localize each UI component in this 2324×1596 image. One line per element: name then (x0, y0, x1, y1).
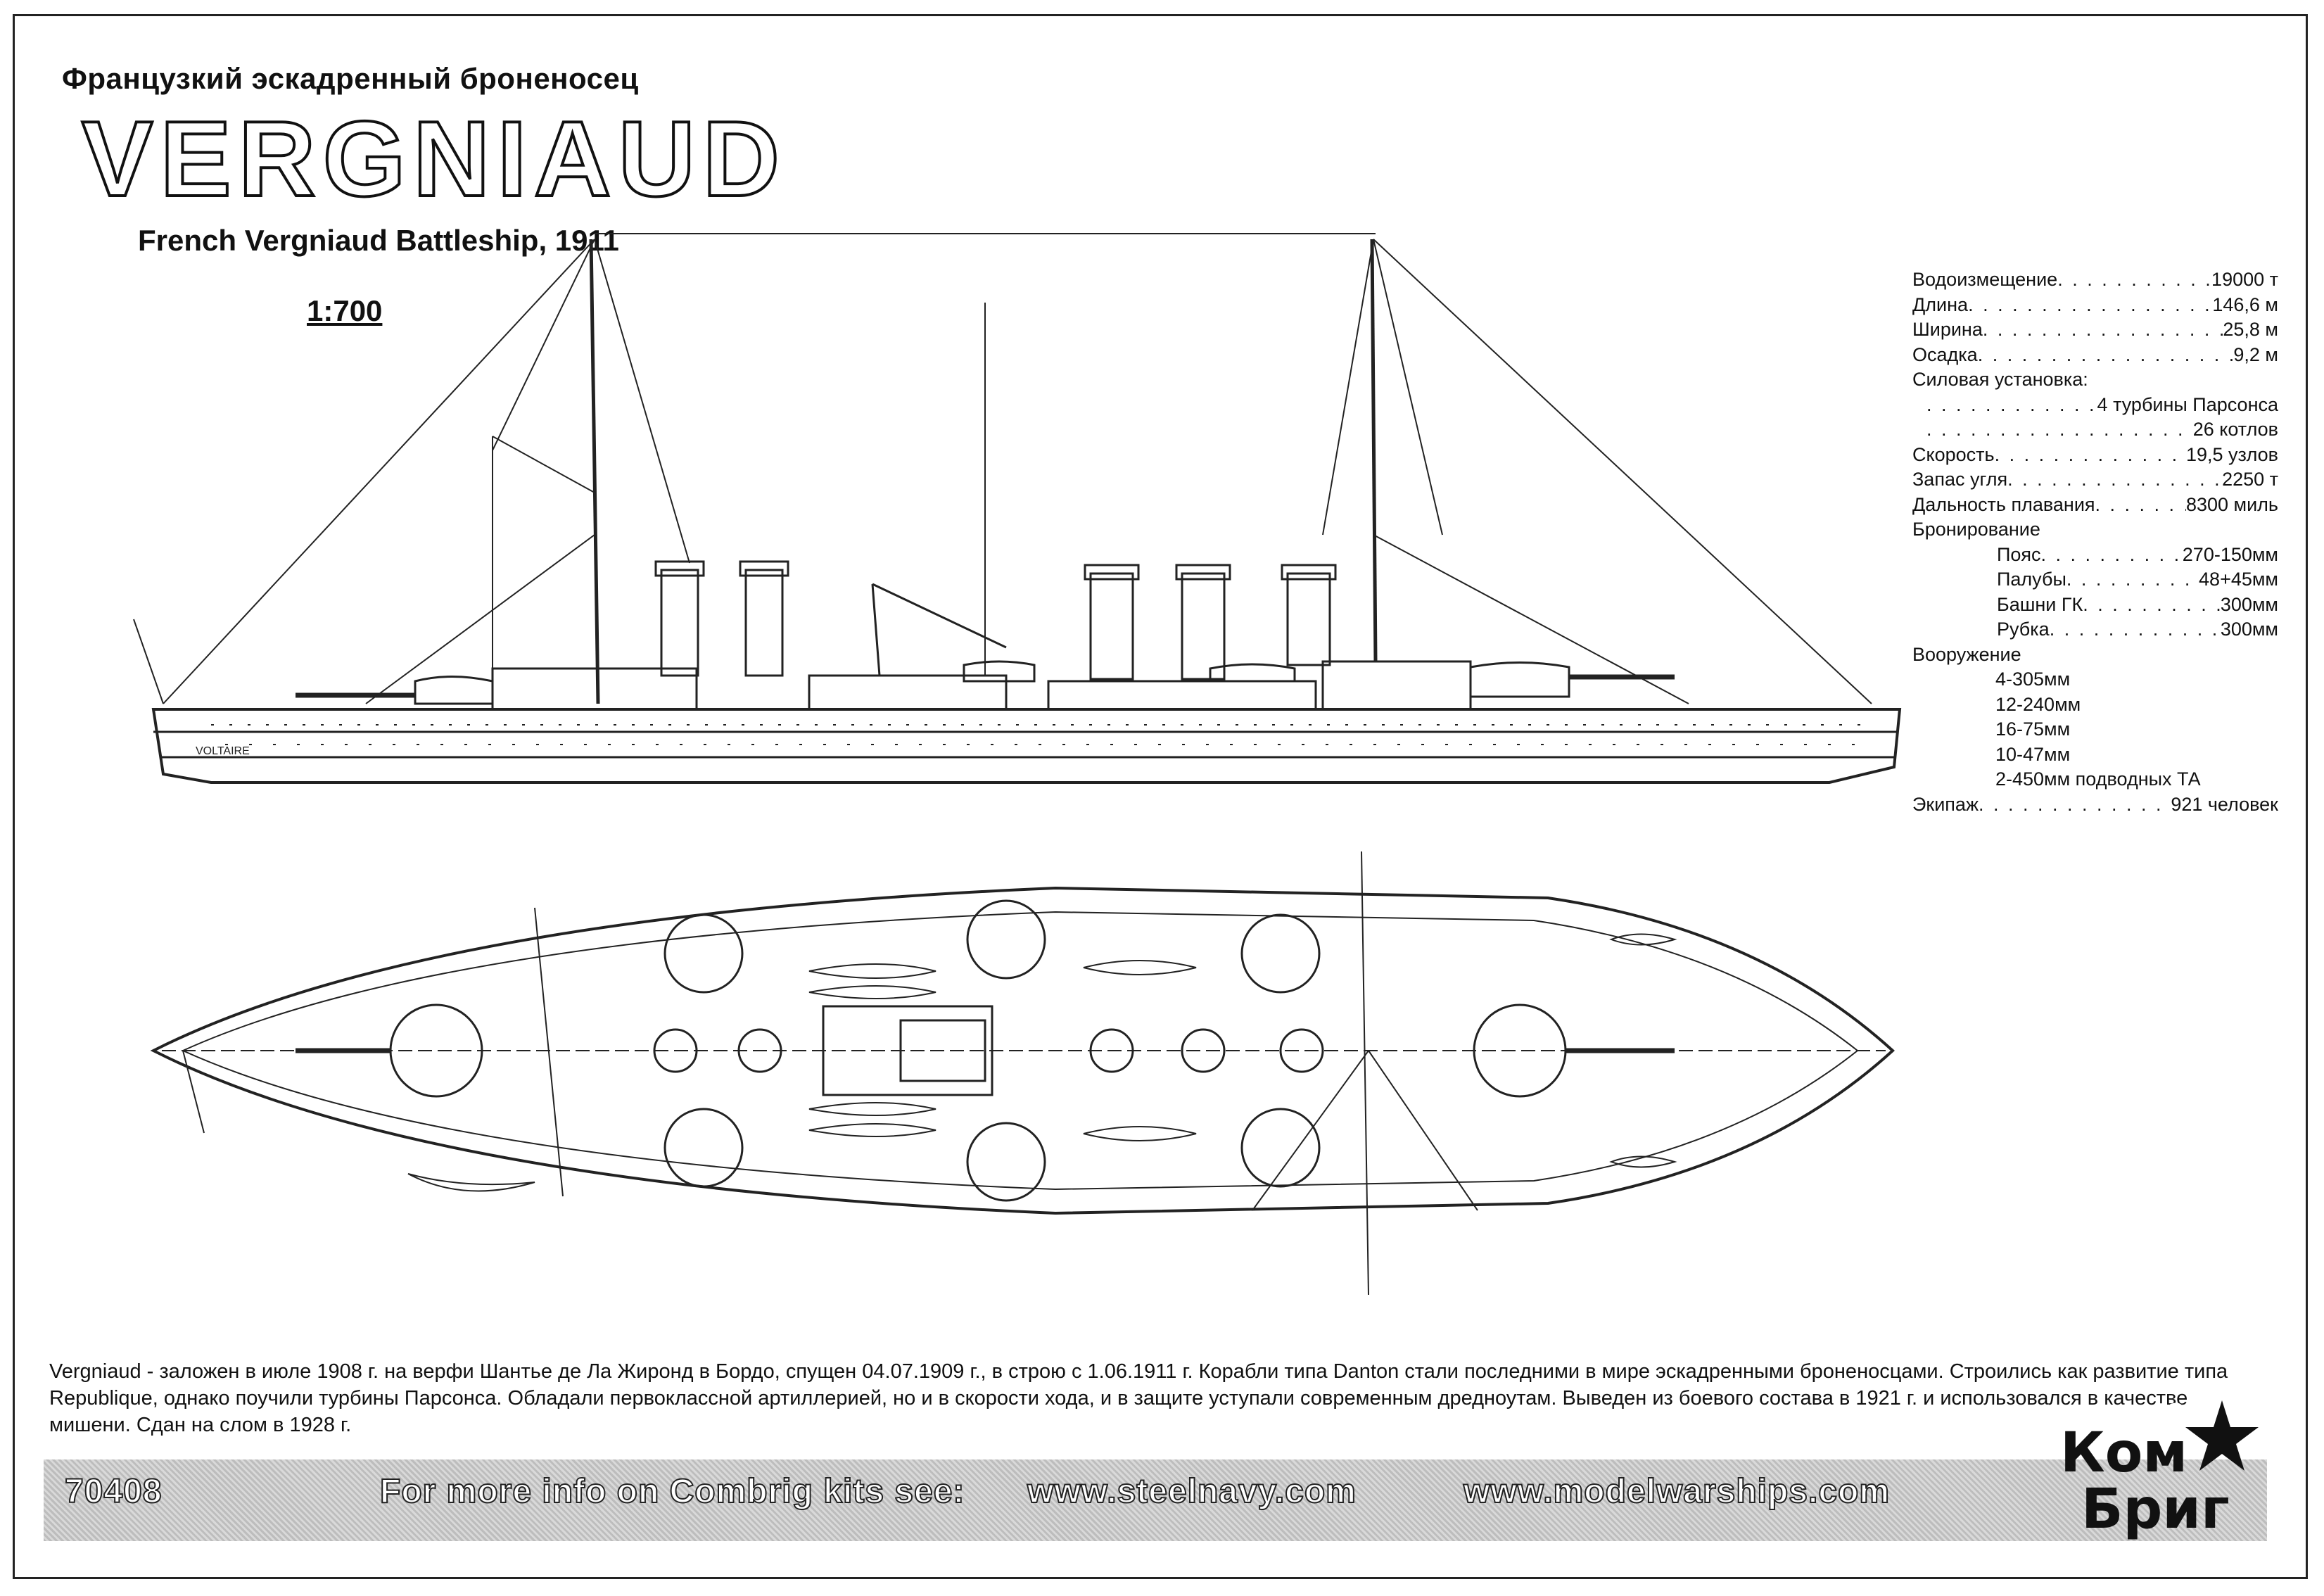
side-profile-drawing: VOLTAIRE (133, 233, 1902, 784)
plan-view-drawing (150, 851, 1895, 1296)
spec-armament-heading: Вооружение (1912, 643, 2021, 665)
spec-armor-conning: Рубка300мм (1912, 617, 2278, 642)
spec-speed: Скорость19,5 узлов (1912, 443, 2278, 468)
footer-band (44, 1459, 2267, 1541)
kit-number: 70408 (64, 1472, 163, 1511)
spec-crew: Экипаж921 человек (1912, 792, 2278, 818)
ship-name-title: VERGNIAUD (80, 99, 787, 219)
spec-powerplant-heading: Силовая установка: (1912, 369, 2088, 390)
spec-displacement: Водоизмещение19000 т (1912, 267, 2278, 293)
logo-line-2: Бриг (2081, 1478, 2230, 1541)
steelnavy-link[interactable]: www.steelnavy.com (1027, 1472, 1357, 1511)
spec-armament-item: 2-450мм подводных ТА (1995, 768, 2201, 790)
specifications-table: Водоизмещение19000 т Длина146,6 м Ширина… (1912, 267, 2278, 817)
spec-draft: Осадка9,2 м (1912, 343, 2278, 368)
page-border (13, 14, 2308, 1579)
hull-name-label: VOLTAIRE (196, 745, 250, 757)
star-icon (2185, 1400, 2259, 1471)
spec-armor-heading: Бронирование (1912, 519, 2040, 540)
spec-armor-belt: Пояс270-150мм (1912, 543, 2278, 568)
spec-coal: Запас угля2250 т (1912, 467, 2278, 493)
spec-boilers: 26 котлов (1912, 417, 2278, 443)
english-subtitle: French Vergniaud Battleship, 1911 (138, 224, 619, 257)
spec-turbines: 4 турбины Парсонса (1912, 393, 2278, 418)
spec-armament-item: 16-75мм (1995, 718, 2071, 740)
spec-armament-item: 4-305мм (1995, 669, 2071, 690)
spec-armament-item: 12-240мм (1995, 693, 2081, 715)
spec-armor-decks: Палубы48+45мм (1912, 567, 2278, 593)
logo-badge: 12 (2152, 1399, 2185, 1427)
more-info-text: For more info on Combrig kits see: (379, 1472, 965, 1511)
combrig-logo: 12 Ком Бриг (2046, 1399, 2271, 1562)
scale-label: 1:700 (307, 294, 383, 327)
modelwarships-link[interactable]: www.modelwarships.com (1463, 1472, 1891, 1511)
history-description: Vergniaud - заложен в июле 1908 г. на ве… (49, 1360, 2228, 1436)
spec-length: Длина146,6 м (1912, 293, 2278, 318)
spec-armament-item: 10-47мм (1995, 743, 2071, 765)
spec-range: Дальность плавания8300 миль (1912, 493, 2278, 518)
logo-line-1: Ком (2060, 1421, 2188, 1485)
russian-subtitle: Французкий эскадренный броненосец (62, 62, 639, 95)
spec-beam: Ширина25,8 м (1912, 317, 2278, 343)
spec-armor-turrets: Башни ГК300мм (1912, 593, 2278, 618)
